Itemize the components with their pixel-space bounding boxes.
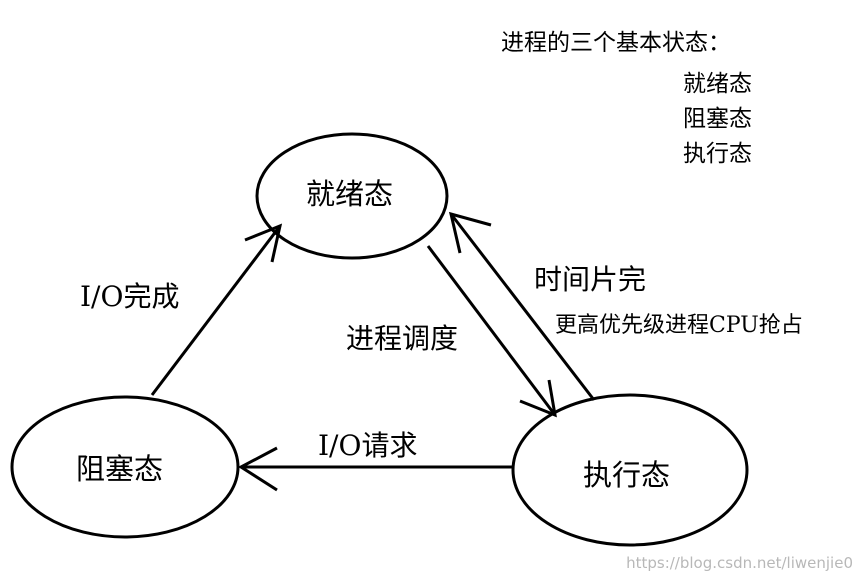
legend-title: 进程的三个基本状态： xyxy=(501,30,731,56)
dispatch-arrow xyxy=(426,245,557,418)
io-request-label: I/O请求 xyxy=(318,429,418,462)
dispatch-label: 进程调度 xyxy=(346,322,459,355)
ready-state-node xyxy=(255,132,449,260)
io-complete-label: I/O完成 xyxy=(80,280,180,313)
io-complete-arrow xyxy=(150,223,283,396)
legend-item-ready: 就绪态 xyxy=(683,71,752,97)
timeslice-arrow xyxy=(448,211,596,401)
preempt-label: 更高优先级进程CPU抢占 xyxy=(555,313,803,338)
watermark: https://blog.csdn.net/liwenjie0 xyxy=(626,554,853,572)
timeslice-label: 时间片完 xyxy=(534,263,647,296)
running-state-node xyxy=(511,393,749,547)
io-request-arrow xyxy=(238,446,513,492)
legend-item-running: 执行态 xyxy=(683,141,752,167)
ready-node-label: 就绪态 xyxy=(306,177,394,211)
blocked-node-label: 阻塞态 xyxy=(76,452,164,486)
legend-item-blocked: 阻塞态 xyxy=(683,106,752,132)
running-node-label: 执行态 xyxy=(583,458,671,492)
blocked-state-node xyxy=(10,395,240,539)
